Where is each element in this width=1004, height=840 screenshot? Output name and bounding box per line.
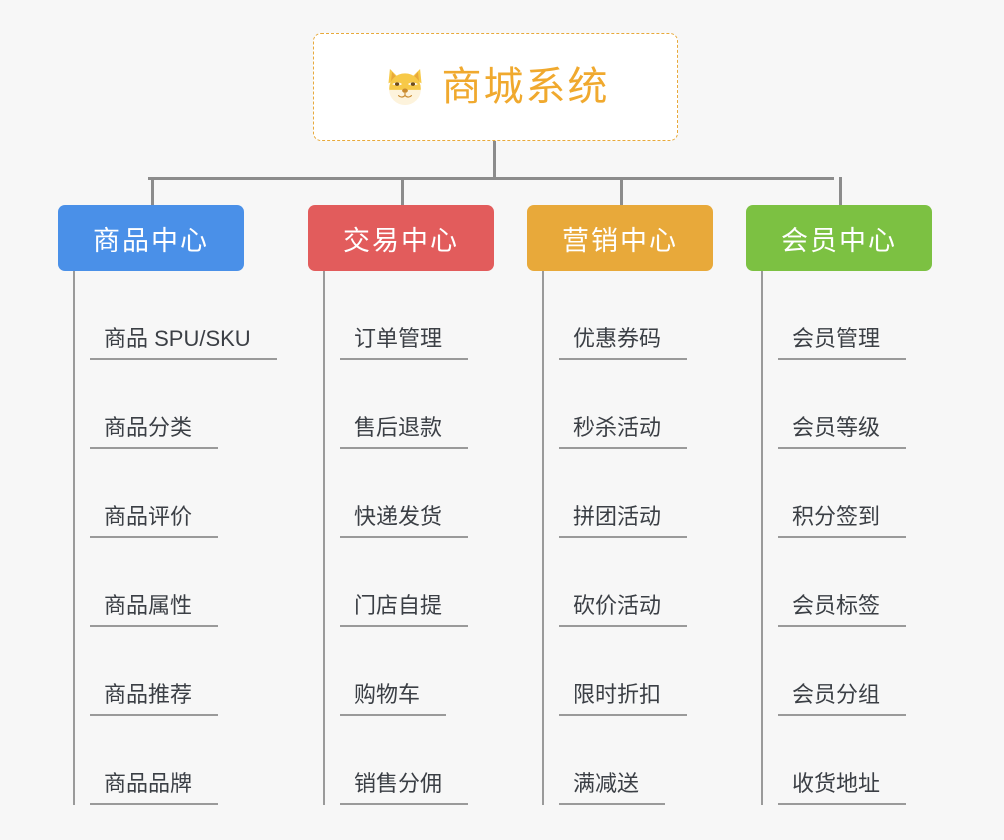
leaf-item[interactable]: 会员分组 xyxy=(761,627,966,716)
leaf-item[interactable]: 售后退款 xyxy=(323,360,528,449)
shiba-dog-face-icon xyxy=(382,64,428,110)
leaf-label: 商品 SPU/SKU xyxy=(90,326,277,360)
leaf-item[interactable]: 拼团活动 xyxy=(542,449,747,538)
leaf-item[interactable]: 砍价活动 xyxy=(542,538,747,627)
leaf-item[interactable]: 会员标签 xyxy=(761,538,966,627)
leaf-item[interactable]: 秒杀活动 xyxy=(542,360,747,449)
connector-branch-drop xyxy=(839,177,842,205)
leaf-label: 商品评价 xyxy=(90,504,219,538)
branch-column-交易中心: 交易中心 订单管理 售后退款 快递发货 门店自提 购物车 销售分佣 xyxy=(308,177,528,805)
leaf-item[interactable]: 商品属性 xyxy=(73,538,278,627)
leaf-item[interactable]: 商品 SPU/SKU xyxy=(73,271,278,360)
leaf-item[interactable]: 会员等级 xyxy=(761,360,966,449)
branch-spine xyxy=(542,271,544,805)
leaf-item[interactable]: 商品评价 xyxy=(73,449,278,538)
leaf-label: 会员管理 xyxy=(778,326,907,360)
leaf-item[interactable]: 商品品牌 xyxy=(73,716,278,805)
leaf-item[interactable]: 优惠券码 xyxy=(542,271,747,360)
leaf-list: 商品 SPU/SKU 商品分类 商品评价 商品属性 商品推荐 商品品牌 xyxy=(73,271,278,805)
branch-header-label: 交易中心 xyxy=(343,225,459,256)
leaf-label: 商品推荐 xyxy=(90,682,219,716)
leaf-label: 会员分组 xyxy=(778,682,907,716)
leaf-label: 限时折扣 xyxy=(559,682,688,716)
leaf-label: 满减送 xyxy=(559,771,666,805)
branch-column-商品中心: 商品中心 商品 SPU/SKU 商品分类 商品评价 商品属性 商品推荐 商品品牌 xyxy=(58,177,278,805)
branch-header-会员中心[interactable]: 会员中心 xyxy=(746,205,932,271)
leaf-label: 售后退款 xyxy=(340,415,469,449)
leaf-item[interactable]: 销售分佣 xyxy=(323,716,528,805)
leaf-label: 秒杀活动 xyxy=(559,415,688,449)
leaf-label: 订单管理 xyxy=(340,326,469,360)
leaf-label: 积分签到 xyxy=(778,504,907,538)
leaf-label: 优惠券码 xyxy=(559,326,688,360)
leaf-label: 收货地址 xyxy=(778,771,907,805)
leaf-label: 销售分佣 xyxy=(340,771,469,805)
root-title: 商城系统 xyxy=(441,65,610,109)
branch-header-label: 营销中心 xyxy=(562,225,678,256)
branch-header-交易中心[interactable]: 交易中心 xyxy=(308,205,494,271)
leaf-item[interactable]: 商品推荐 xyxy=(73,627,278,716)
leaf-label: 会员标签 xyxy=(778,593,907,627)
connector-branch-drop xyxy=(620,177,623,205)
leaf-item[interactable]: 积分签到 xyxy=(761,449,966,538)
leaf-item[interactable]: 门店自提 xyxy=(323,538,528,627)
branch-header-营销中心[interactable]: 营销中心 xyxy=(527,205,713,271)
branch-spine xyxy=(73,271,75,805)
connector-branch-drop xyxy=(401,177,404,205)
branch-header-label: 商品中心 xyxy=(93,225,209,256)
branch-header-label: 会员中心 xyxy=(781,225,897,256)
leaf-label: 商品属性 xyxy=(90,593,219,627)
leaf-item[interactable]: 收货地址 xyxy=(761,716,966,805)
leaf-item[interactable]: 限时折扣 xyxy=(542,627,747,716)
leaf-list: 会员管理 会员等级 积分签到 会员标签 会员分组 收货地址 xyxy=(761,271,966,805)
branch-column-营销中心: 营销中心 优惠券码 秒杀活动 拼团活动 砍价活动 限时折扣 满减送 xyxy=(527,177,747,805)
leaf-item[interactable]: 订单管理 xyxy=(323,271,528,360)
leaf-item[interactable]: 会员管理 xyxy=(761,271,966,360)
leaf-item[interactable]: 满减送 xyxy=(542,716,747,805)
leaf-item[interactable]: 快递发货 xyxy=(323,449,528,538)
branch-spine xyxy=(323,271,325,805)
connector-root-vertical xyxy=(493,141,496,179)
leaf-item[interactable]: 购物车 xyxy=(323,627,528,716)
leaf-label: 商品品牌 xyxy=(90,771,219,805)
connector-horizontal-bus xyxy=(148,177,834,180)
leaf-item[interactable]: 商品分类 xyxy=(73,360,278,449)
leaf-label: 购物车 xyxy=(340,682,447,716)
leaf-label: 会员等级 xyxy=(778,415,907,449)
leaf-list: 优惠券码 秒杀活动 拼团活动 砍价活动 限时折扣 满减送 xyxy=(542,271,747,805)
root-node[interactable]: 商城系统 xyxy=(313,33,678,141)
leaf-label: 商品分类 xyxy=(90,415,219,449)
branch-column-会员中心: 会员中心 会员管理 会员等级 积分签到 会员标签 会员分组 收货地址 xyxy=(746,177,966,805)
leaf-label: 门店自提 xyxy=(340,593,469,627)
branch-header-商品中心[interactable]: 商品中心 xyxy=(58,205,244,271)
leaf-label: 砍价活动 xyxy=(559,593,688,627)
leaf-label: 拼团活动 xyxy=(559,504,688,538)
leaf-label: 快递发货 xyxy=(340,504,469,538)
connector-branch-drop xyxy=(151,177,154,205)
branch-spine xyxy=(761,271,763,805)
leaf-list: 订单管理 售后退款 快递发货 门店自提 购物车 销售分佣 xyxy=(323,271,528,805)
